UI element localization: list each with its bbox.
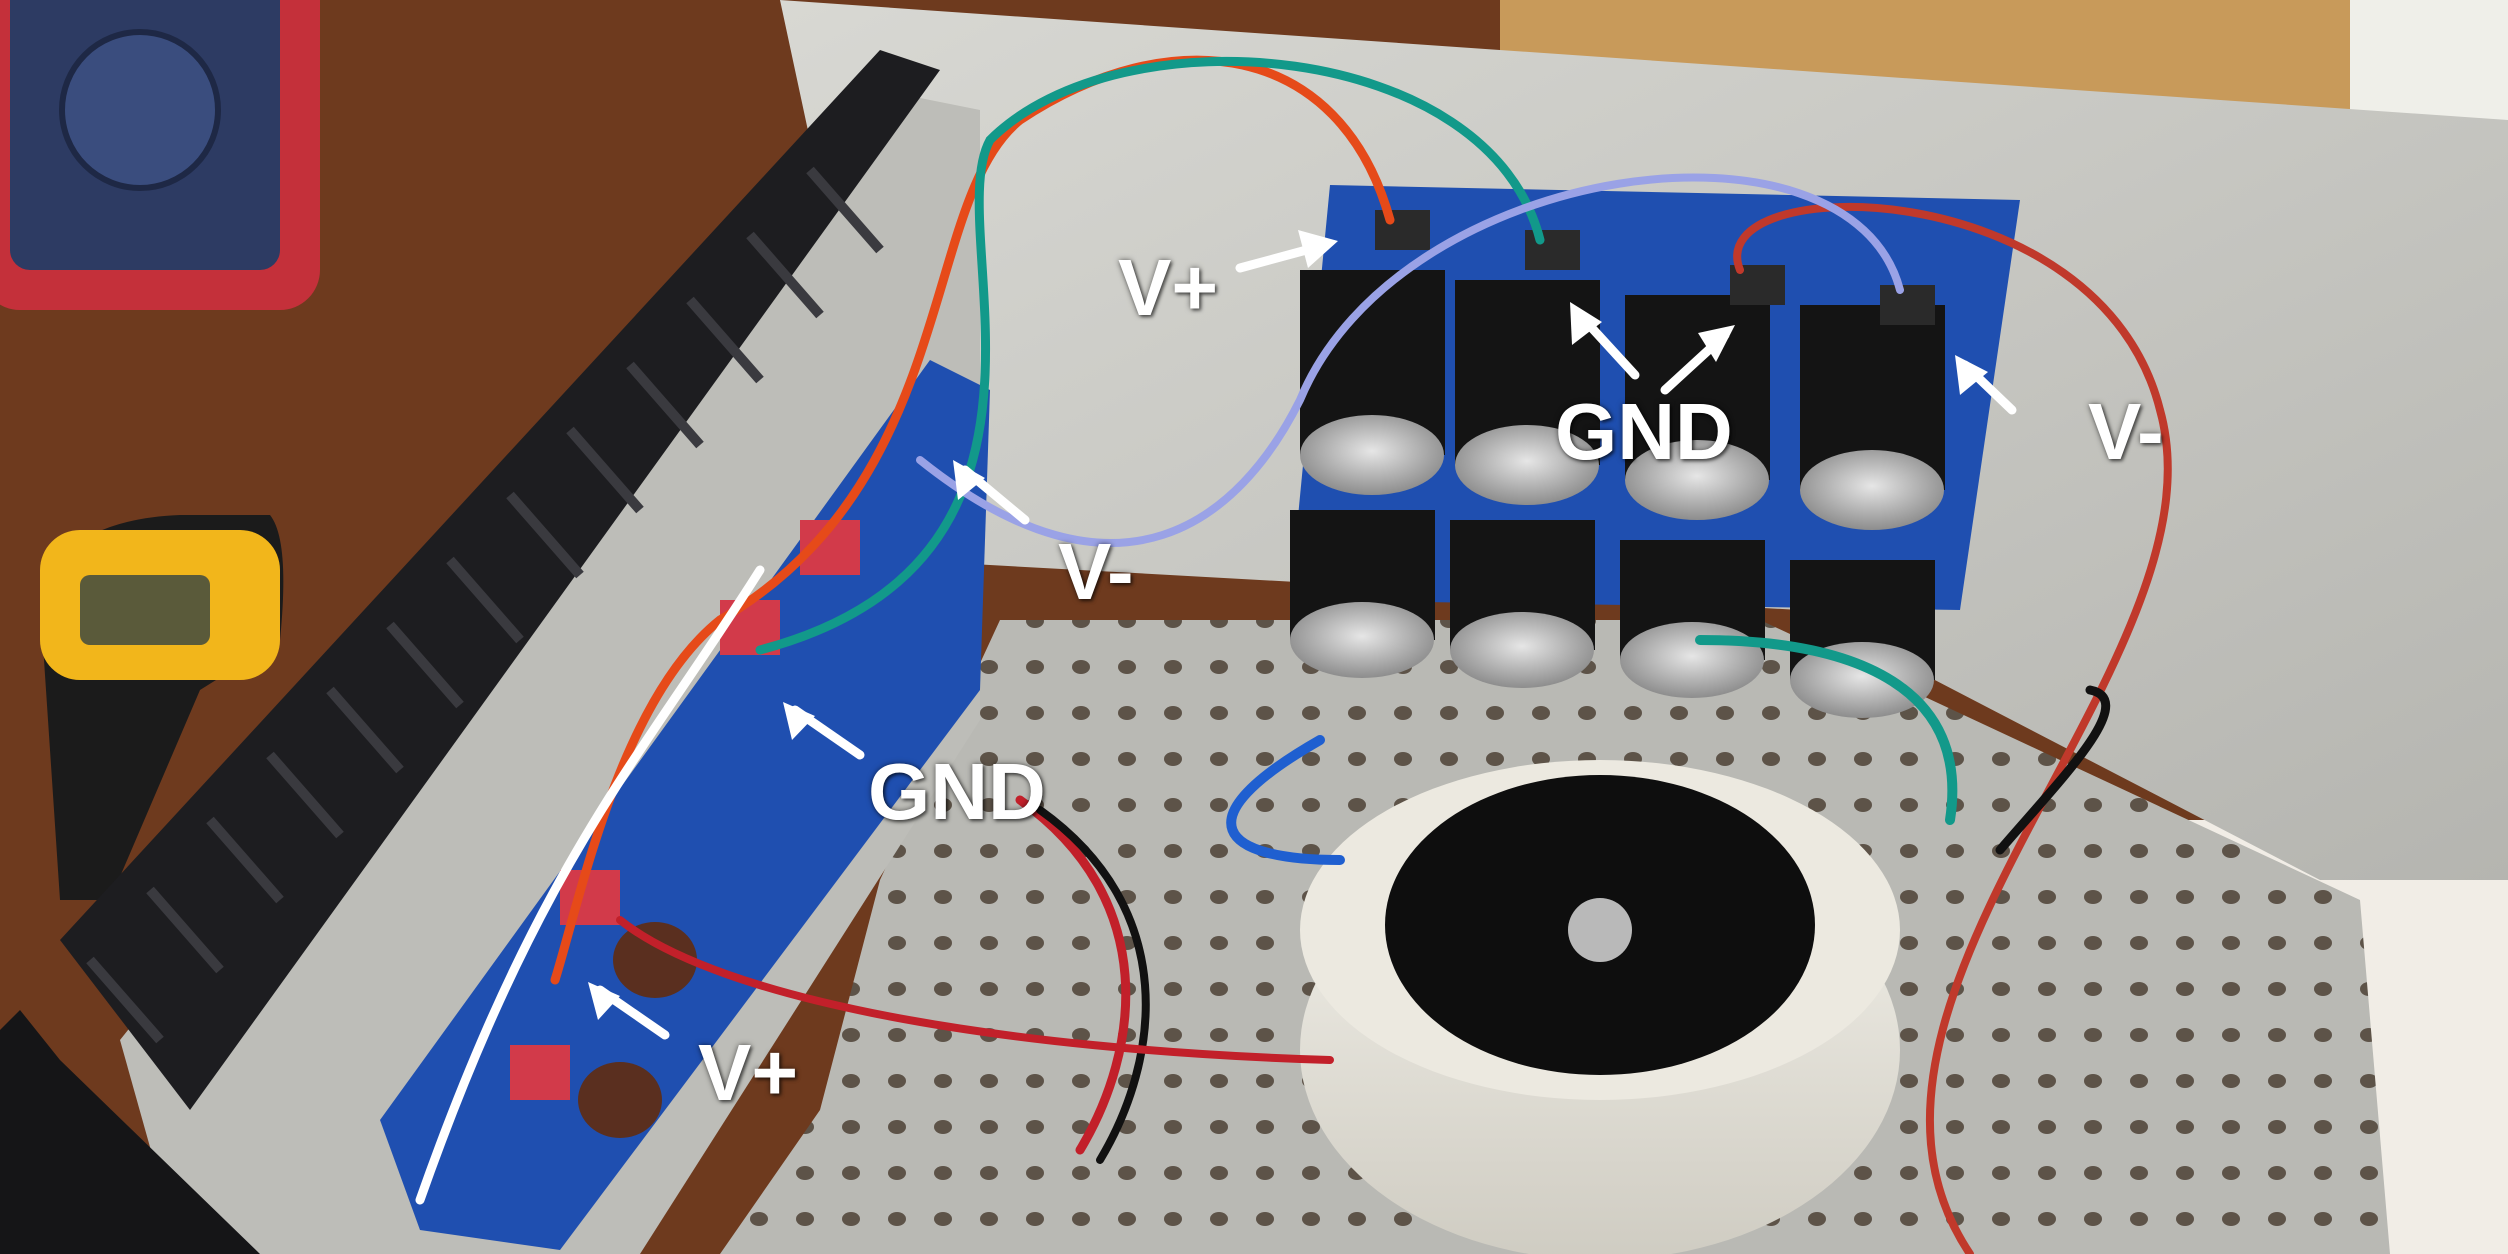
label-low-vplus: V+ <box>698 1028 799 1117</box>
amplifier-components <box>510 520 860 1138</box>
filter-capacitors <box>1290 270 1945 718</box>
heatsink <box>0 50 940 1254</box>
terminal-blocks <box>1375 210 1935 325</box>
toroidal-transformer <box>1300 760 1900 1254</box>
ir-thermometer <box>40 515 284 900</box>
label-top-vminus: V- <box>2088 387 2164 476</box>
label-top-vplus: V+ <box>1118 243 1219 332</box>
annotation-arrows <box>588 230 2017 1040</box>
label-mid-vminus: V- <box>1058 527 1134 616</box>
label-top-gnd: GND <box>1555 387 1733 476</box>
label-mid-gnd: GND <box>868 747 1046 836</box>
wiring <box>415 55 2172 1254</box>
amplifier-pcb <box>380 360 990 1250</box>
multimeter <box>0 0 320 310</box>
